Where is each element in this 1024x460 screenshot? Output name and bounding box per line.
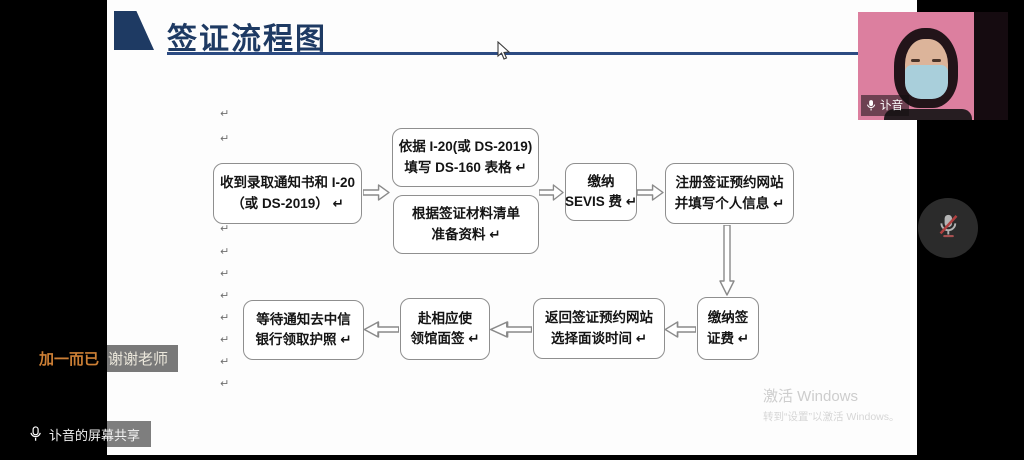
paragraph-mark: ↵ xyxy=(220,378,230,390)
webcam-background-dark-area xyxy=(974,12,1008,120)
title-underline xyxy=(167,52,862,55)
flow-box-text: 缴纳 xyxy=(587,173,615,189)
flow-box-text: 领馆面签 ↵ xyxy=(410,331,480,346)
participant-face-mask xyxy=(905,65,948,99)
flow-box-text: 并填写个人信息 ↵ xyxy=(674,195,785,211)
paragraph-mark: ↵ xyxy=(220,268,230,280)
paragraph-mark: ↵ xyxy=(220,312,230,324)
flow-box-prepare-materials: 根据签证材料清单 准备资料 ↵ xyxy=(393,195,539,254)
participant-shoulders xyxy=(884,109,972,120)
screen-share-label: 讣音的屏幕共享 xyxy=(49,427,141,443)
mute-button[interactable] xyxy=(918,198,978,258)
flow-arrow-right xyxy=(637,184,664,201)
flow-arrow-left xyxy=(363,321,399,338)
flow-arrow-right xyxy=(539,184,564,201)
microphone-muted-icon xyxy=(931,209,965,248)
flow-box-consulate-interview: 赴相应使 领馆面签 ↵ xyxy=(400,298,490,360)
flow-box-sevis-fee: 缴纳 SEVIS 费 ↵ xyxy=(565,163,637,221)
paragraph-mark: ↵ xyxy=(220,246,230,258)
flow-box-text: 缴纳签 xyxy=(707,310,749,326)
mouse-cursor xyxy=(497,41,511,60)
flow-arrow-down xyxy=(719,225,735,296)
page-title: 签证流程图 xyxy=(167,23,327,56)
flow-arrow-right xyxy=(363,184,390,201)
participant-name: 讣音 xyxy=(880,100,903,112)
chat-sender: 加一而已 xyxy=(39,351,100,368)
flow-box-text: SEVIS 费 ↵ xyxy=(564,194,638,209)
flow-arrow-left xyxy=(489,321,532,338)
flow-box-schedule-interview: 返回签证预约网站 选择面谈时间 ↵ xyxy=(533,298,665,359)
microphone-icon xyxy=(29,426,42,442)
flow-box-text: 准备资料 ↵ xyxy=(431,226,501,242)
flow-box-text: 收到录取通知书和 I-20 xyxy=(219,175,355,191)
webcam-tile[interactable]: 讣音 xyxy=(858,12,1008,120)
flow-box-ds160-form: 依据 I-20(或 DS-2019) 填写 DS-160 表格 ↵ xyxy=(392,128,539,187)
flow-box-register-website: 注册签证预约网站 并填写个人信息 ↵ xyxy=(665,163,794,224)
chat-message: 谢谢老师 xyxy=(108,351,169,368)
paragraph-mark: ↵ xyxy=(220,108,230,120)
paragraph-mark: ↵ xyxy=(220,223,230,235)
flow-box-text: 根据签证材料清单 xyxy=(412,206,520,222)
flow-box-text: 等待通知去中信 xyxy=(256,311,351,327)
flow-box-text: 选择面谈时间 ↵ xyxy=(550,330,648,346)
flow-box-text: （或 DS-2019） ↵ xyxy=(231,195,344,211)
flow-box-text: 证费 ↵ xyxy=(706,330,750,346)
participant-eye xyxy=(911,59,920,62)
chat-message-overlay: 加一而已 谢谢老师 xyxy=(30,345,179,372)
participant-name-label: 讣音 xyxy=(861,95,909,116)
paragraph-mark: ↵ xyxy=(220,290,230,302)
participant-eye xyxy=(932,59,941,62)
flow-box-text: 银行领取护照 ↵ xyxy=(255,332,352,347)
flow-box-receive-admission: 收到录取通知书和 I-20 （或 DS-2019） ↵ xyxy=(213,163,362,224)
paragraph-mark: ↵ xyxy=(220,334,230,346)
flow-box-visa-fee: 缴纳签 证费 ↵ xyxy=(697,297,759,360)
flow-box-text: 返回签证预约网站 xyxy=(545,310,653,326)
title-accent-shape xyxy=(114,11,154,50)
watermark-line2: 转到“设置”以激活 Windows。 xyxy=(763,411,900,423)
flow-box-text: 注册签证预约网站 xyxy=(675,175,784,191)
windows-watermark: 激活 Windows 转到“设置”以激活 Windows。 xyxy=(763,385,900,424)
flow-box-collect-passport: 等待通知去中信 银行领取护照 ↵ xyxy=(243,300,364,360)
flow-box-text: 填写 DS-160 表格 ↵ xyxy=(404,159,527,175)
microphone-icon xyxy=(866,99,876,112)
paragraph-mark: ↵ xyxy=(220,356,230,368)
flow-arrow-left xyxy=(664,321,696,338)
flow-box-text: 依据 I-20(或 DS-2019) xyxy=(398,139,533,155)
paragraph-mark: ↵ xyxy=(220,133,230,145)
flow-box-text: 赴相应使 xyxy=(418,310,472,326)
watermark-line1: 激活 Windows xyxy=(763,388,859,405)
screen-share-badge: 讣音的屏幕共享 xyxy=(20,421,152,447)
